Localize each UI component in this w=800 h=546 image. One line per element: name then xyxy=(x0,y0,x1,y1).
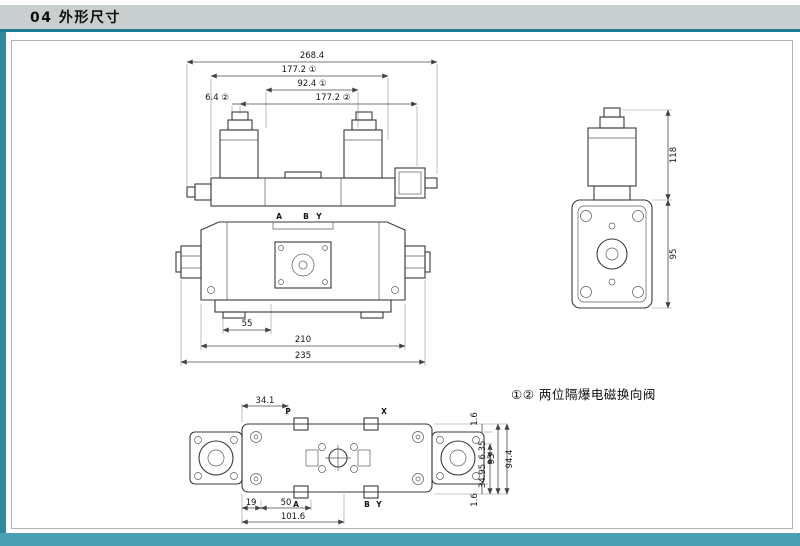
dim-label-50: 50 xyxy=(281,498,292,508)
side-view-outline xyxy=(571,107,653,309)
dim-label-55: 55 xyxy=(242,319,253,329)
section-header: 04 外形尺寸 xyxy=(0,5,800,29)
dim-label-94-4: 94.4 xyxy=(505,450,515,469)
front-view-drawing: 268.4 177.2 ① 92.4 ① 6.4 ② 177.2 ② 55 21… xyxy=(175,51,438,366)
front-extension-lines xyxy=(180,64,438,366)
port-label-p: P xyxy=(285,407,291,416)
dim-label-177-2-1: 177.2 ① xyxy=(282,65,317,75)
front-port-labels: A B Y xyxy=(276,212,322,221)
dim-label-95: 95 xyxy=(669,249,679,260)
dim-label-210: 210 xyxy=(295,335,311,345)
front-view-outline xyxy=(175,111,438,319)
port-label-y: Y xyxy=(315,212,322,221)
dim-label-6-35: 6.35 xyxy=(478,441,488,460)
top-port-labels: P X A B Y xyxy=(285,407,387,509)
dim-label-34-1: 34.1 xyxy=(256,396,275,406)
side-view-drawing: 118 95 xyxy=(571,107,679,309)
dim-label-1-6-bottom: 1.6 xyxy=(470,493,480,507)
dim-label-6-4-2: 6.4 ② xyxy=(205,93,229,103)
front-dimension-lines xyxy=(180,59,438,365)
dim-label-235: 235 xyxy=(295,351,311,361)
dim-label-1-6-top: 1.6 xyxy=(470,412,480,426)
port-label-x: X xyxy=(381,407,387,416)
front-dimension-labels: 268.4 177.2 ① 92.4 ① 6.4 ② 177.2 ② 55 21… xyxy=(205,51,350,361)
dim-label-177-2-2: 177.2 ② xyxy=(316,93,351,103)
valve-note-text: ①② 两位隔爆电磁换向阀 xyxy=(511,387,656,402)
dim-label-19: 19 xyxy=(246,498,257,508)
header-divider xyxy=(0,29,800,32)
dim-label-93: 93 xyxy=(487,454,497,465)
drawing-panel xyxy=(11,40,793,529)
port-label-b: B xyxy=(303,212,309,221)
port-label-y: Y xyxy=(375,500,382,509)
port-label-a: A xyxy=(293,500,299,509)
top-dimension-labels: 34.1 1.6 6.35 34.95 93 94.4 1.6 19 50 10… xyxy=(246,396,515,522)
section-title: 04 外形尺寸 xyxy=(30,10,121,26)
left-accent-bar xyxy=(0,32,6,533)
dim-label-101-6: 101.6 xyxy=(281,512,305,522)
port-label-b: B xyxy=(364,500,370,509)
top-view-outline xyxy=(189,417,485,499)
side-dimension-labels: 118 95 xyxy=(669,147,679,260)
dim-label-34-95: 34.95 xyxy=(478,464,488,488)
side-extension-lines xyxy=(622,109,672,309)
dim-label-92-4-1: 92.4 ① xyxy=(297,79,326,89)
port-label-a: A xyxy=(276,212,282,221)
top-view-drawing: 34.1 1.6 6.35 34.95 93 94.4 1.6 19 50 10… xyxy=(189,396,515,525)
bottom-accent-bar xyxy=(0,533,800,546)
dim-label-268-4: 268.4 xyxy=(300,51,324,61)
top-dimension-lines xyxy=(241,403,510,525)
dim-label-118: 118 xyxy=(669,147,679,163)
